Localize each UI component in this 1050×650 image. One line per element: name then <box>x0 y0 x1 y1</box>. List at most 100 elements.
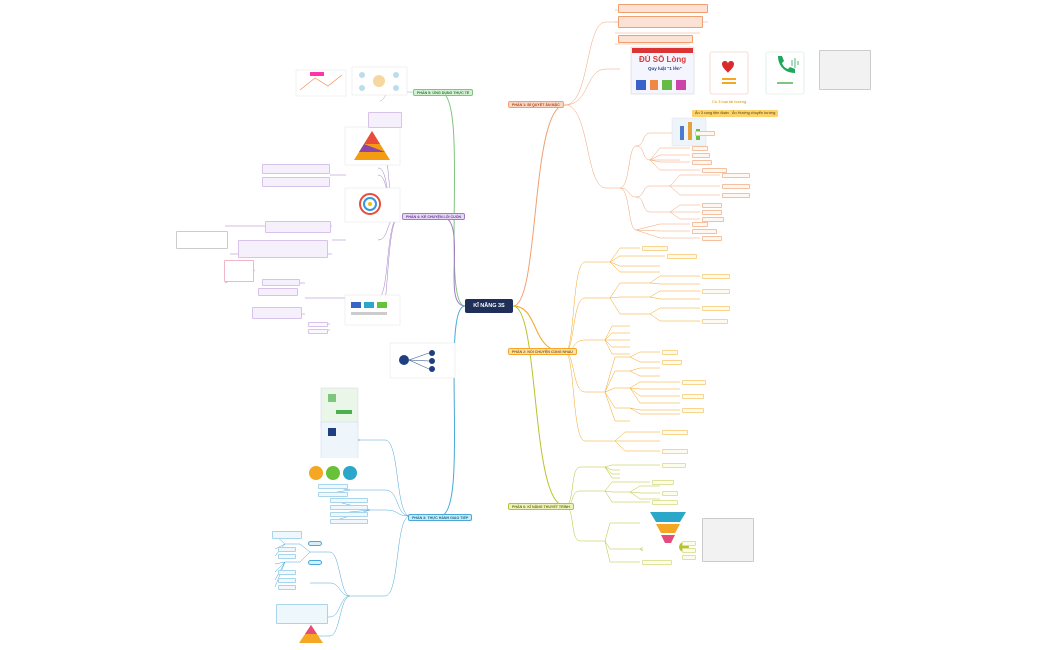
orange-leaf[interactable] <box>692 153 710 158</box>
branch-practice[interactable]: PHẦN 3: THỰC HÀNH GIAO TIẾP <box>408 514 473 521</box>
blue-leaf[interactable] <box>318 492 348 497</box>
purple-note <box>262 164 330 174</box>
orange-leaf[interactable] <box>702 236 722 241</box>
amber-leaf[interactable] <box>702 289 730 294</box>
slogan-text: Có 3 loại tài hướng <box>712 99 747 104</box>
purple-leaf[interactable] <box>308 329 328 334</box>
amber-leaf[interactable] <box>662 350 678 355</box>
blue-leaf[interactable] <box>330 505 368 510</box>
amber-leaf[interactable] <box>682 394 704 399</box>
olive-leaf[interactable] <box>652 480 674 485</box>
pyramid-diagram <box>344 126 401 166</box>
tag-prediction[interactable]: Ấn 3 cung tiên đoán <box>692 110 732 117</box>
poster-subtitle: Quy luật "1 lên" <box>648 66 682 71</box>
thumb-card-2 <box>320 421 359 463</box>
purple-note <box>252 307 302 319</box>
phone-icon <box>778 56 795 73</box>
amber-leaf[interactable] <box>682 380 706 385</box>
branch-presentation[interactable]: PHẦN 6: KĨ NĂNG THUYẾT TRÌNH <box>508 503 574 510</box>
amber-leaf[interactable] <box>667 254 697 259</box>
blue-pill-2[interactable] <box>308 560 322 565</box>
connector-branch-4 <box>439 91 466 307</box>
branch-appearance[interactable]: PHẦN 1: BÍ QUYẾT ĂN MẶC <box>508 101 564 108</box>
circle-diagram <box>344 187 401 223</box>
blue-leaf[interactable] <box>278 570 296 575</box>
orange-leaf[interactable] <box>695 131 715 136</box>
blue-leaf[interactable] <box>278 547 296 552</box>
orange-leaf[interactable] <box>692 160 712 165</box>
amber-leaf[interactable] <box>662 449 688 454</box>
poster-image <box>630 46 695 95</box>
connector-branch-3 <box>512 305 566 507</box>
olive-leaf[interactable] <box>642 560 672 565</box>
network-image <box>351 66 408 96</box>
map-image <box>295 69 347 97</box>
olive-leaf[interactable] <box>662 491 678 496</box>
branch-storytelling[interactable]: PHẦN 4: KỂ CHUYỆN LÔI CUỐN <box>402 213 466 220</box>
puzzle-image <box>305 458 360 488</box>
blue-note <box>272 531 302 539</box>
process-diagram <box>344 294 401 326</box>
orange-leaf[interactable] <box>692 146 708 151</box>
pyramid-small <box>299 625 323 643</box>
purple-leaf[interactable] <box>308 322 328 327</box>
purple-note-pink <box>224 260 254 282</box>
amber-leaf[interactable] <box>702 319 728 324</box>
root-node[interactable]: KĨ NĂNG 3S <box>465 299 513 313</box>
orange-leaf[interactable] <box>722 193 750 198</box>
branch-conversation[interactable]: PHẦN 2: NÓI CHUYỆN CÙNG NHAU <box>508 348 577 355</box>
amber-leaf[interactable] <box>662 360 682 365</box>
poster-title: ĐÚ SỐ Lòng <box>639 55 687 64</box>
purple-note-white <box>176 231 228 249</box>
amber-leaf[interactable] <box>682 408 704 413</box>
orange-leaf[interactable] <box>702 168 727 173</box>
tag-redirection[interactable]: Ấn Hướng chuyển hướng <box>729 110 779 117</box>
blue-leaf[interactable] <box>330 519 368 524</box>
purple-note <box>368 112 402 128</box>
orange-leaf[interactable] <box>722 184 750 189</box>
orange-leaf[interactable] <box>702 217 724 222</box>
olive-leaf[interactable] <box>682 548 696 553</box>
purple-note <box>238 240 328 258</box>
thumb-card-1 <box>320 387 359 429</box>
branch-application[interactable]: PHẦN 5: ỨNG DỤNG THỰC TẾ <box>413 89 474 96</box>
blue-note <box>276 604 328 624</box>
olive-leaf[interactable] <box>662 463 686 468</box>
blue-leaf[interactable] <box>278 554 296 559</box>
top-note-box <box>618 4 708 13</box>
flowchart-diagram <box>389 342 456 379</box>
heart-icon <box>722 61 734 73</box>
purple-note <box>258 288 298 296</box>
orange-leaf[interactable] <box>702 210 722 215</box>
orange-leaf[interactable] <box>692 222 708 227</box>
blue-leaf[interactable] <box>278 578 296 583</box>
amber-leaf[interactable] <box>702 306 730 311</box>
blue-leaf[interactable] <box>330 498 368 503</box>
side-note-right <box>819 50 871 90</box>
connector-branch-6 <box>439 305 466 517</box>
orange-leaf[interactable] <box>692 229 717 234</box>
purple-note <box>262 177 330 187</box>
olive-leaf[interactable] <box>652 500 678 505</box>
side-note-olive <box>702 518 754 562</box>
blue-leaf[interactable] <box>318 484 348 489</box>
orange-leaf[interactable] <box>722 173 750 178</box>
olive-leaf[interactable] <box>682 541 696 546</box>
blue-pill-1[interactable] <box>308 541 322 546</box>
heart-icon-card <box>709 51 749 95</box>
connector-branch-5 <box>439 215 466 307</box>
top-note-box-3 <box>618 35 693 43</box>
amber-leaf[interactable] <box>662 430 688 435</box>
connector-branch-1 <box>512 104 566 307</box>
orange-leaf[interactable] <box>702 203 722 208</box>
purple-note <box>265 221 331 233</box>
blue-leaf[interactable] <box>278 585 296 590</box>
amber-leaf[interactable] <box>642 246 668 251</box>
olive-leaf[interactable] <box>682 555 696 560</box>
blue-leaf[interactable] <box>330 512 368 517</box>
top-note-box-2 <box>618 16 703 28</box>
phone-icon-card <box>765 51 805 95</box>
purple-note <box>262 279 300 286</box>
amber-leaf[interactable] <box>702 274 730 279</box>
